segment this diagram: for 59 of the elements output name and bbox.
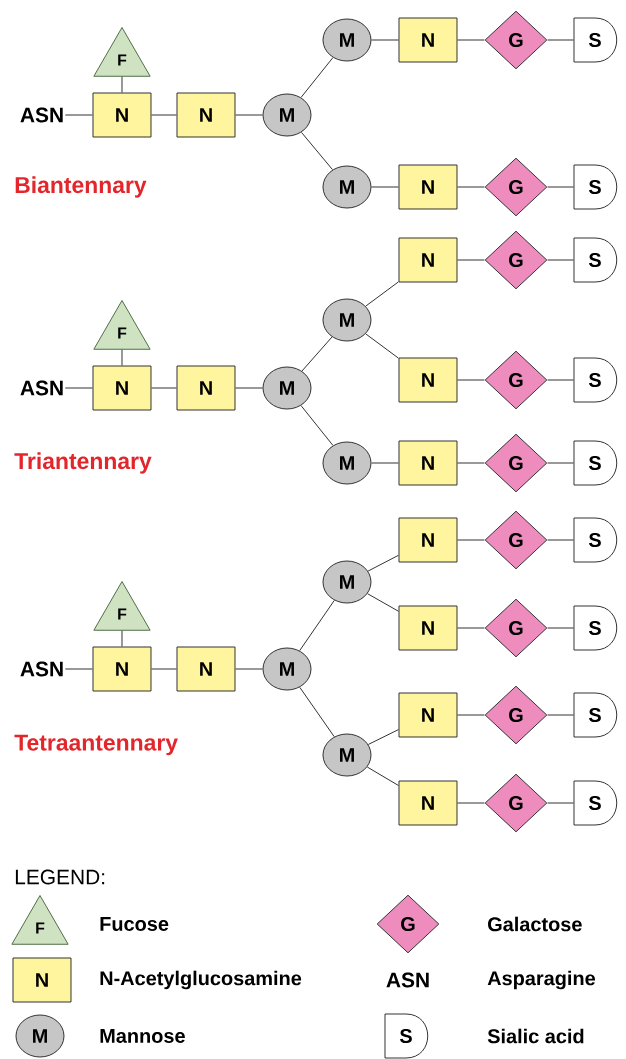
link-line — [457, 462, 485, 464]
link-line — [457, 39, 485, 41]
link-line — [457, 379, 485, 381]
structure-label: Tetraantennary — [14, 734, 178, 756]
link-line — [547, 802, 574, 804]
link-line — [457, 186, 485, 188]
link-line — [547, 39, 574, 41]
link-line — [457, 539, 485, 541]
residue-label: ASN — [20, 107, 63, 123]
link-line — [547, 379, 574, 381]
link-line — [301, 336, 333, 372]
link-line — [235, 668, 263, 670]
link-line — [151, 114, 177, 116]
residue-label: ASN — [20, 661, 63, 677]
legend-heading: LEGEND: — [15, 869, 105, 885]
legend-text: Asparagine — [487, 970, 596, 990]
link-line — [547, 627, 574, 629]
legend-text: Sialic acid — [487, 1028, 584, 1044]
legend-text: Mannose — [100, 1029, 185, 1043]
link-line — [365, 333, 399, 359]
link-line — [64, 387, 93, 389]
link-line — [457, 627, 485, 629]
link-line — [457, 714, 485, 716]
link-line — [300, 57, 334, 98]
link-line — [547, 186, 574, 188]
link-line — [367, 729, 399, 745]
link-line — [371, 462, 399, 464]
link-line — [367, 554, 399, 572]
link-line — [235, 114, 263, 116]
link-line — [121, 349, 123, 366]
link-line — [367, 593, 399, 612]
link-line — [457, 802, 485, 804]
residue-label: ASN — [20, 380, 63, 396]
link-line — [547, 539, 574, 541]
legend-text: Galactose — [488, 916, 582, 932]
link-line — [235, 387, 263, 389]
structure-label: Biantennary — [15, 176, 147, 198]
link-line — [547, 462, 574, 464]
legend-text: N-Acetylglucosamine — [100, 970, 302, 990]
link-line — [64, 114, 93, 116]
legend-text: Fucose — [100, 917, 169, 931]
legend-residue-label: ASN — [386, 972, 429, 988]
link-line — [299, 686, 335, 738]
link-line — [300, 131, 334, 171]
link-line — [121, 630, 123, 647]
link-line — [151, 668, 177, 670]
link-line — [457, 259, 485, 261]
link-line — [371, 186, 399, 188]
link-line — [64, 668, 93, 670]
link-line — [300, 405, 334, 446]
link-line — [365, 281, 399, 307]
structure-label: Triantennary — [14, 452, 152, 474]
link-line — [151, 387, 177, 389]
link-line — [366, 766, 399, 787]
link-line — [547, 259, 574, 261]
link-line — [547, 714, 574, 716]
link-line — [121, 76, 123, 93]
link-line — [371, 39, 399, 41]
link-line — [299, 599, 335, 652]
